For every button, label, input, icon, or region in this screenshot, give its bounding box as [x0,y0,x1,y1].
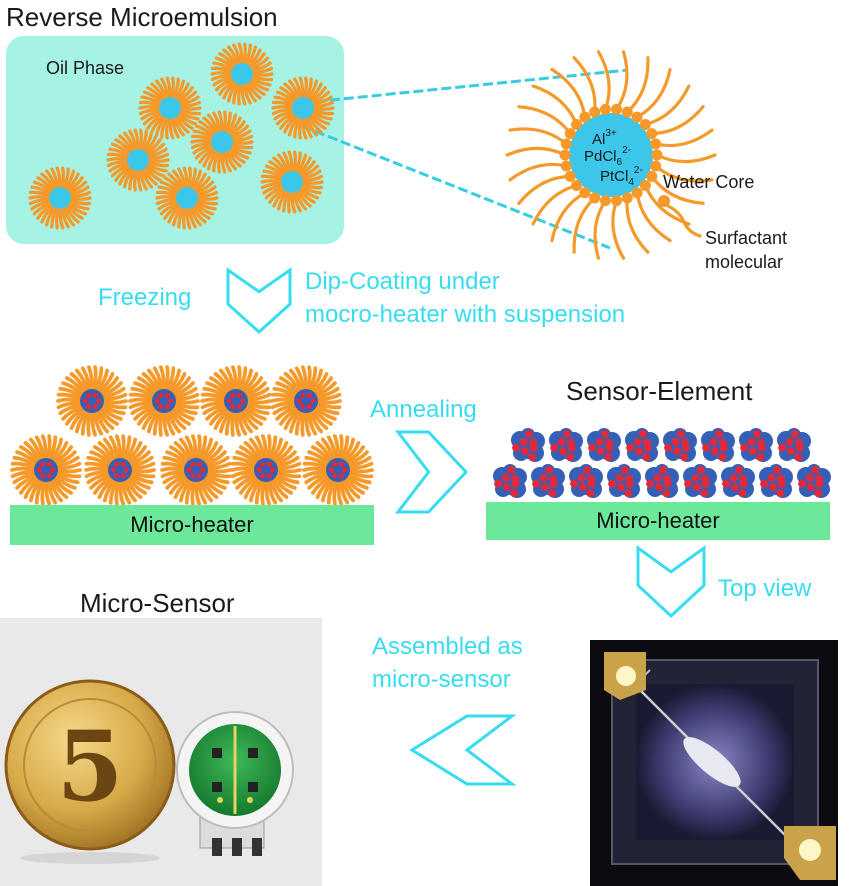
annealed-particle [701,428,735,462]
zoom-line-top [301,68,629,105]
label-surfactant-line1: Surfactant [705,228,788,248]
title-micro-sensor: Micro-Sensor [80,588,235,618]
label-surfactant-line2: molecular [705,252,784,272]
annealed-particle [625,428,659,462]
oil-micelle [210,42,274,106]
ion-pd-base: PdCl [584,148,617,165]
oil-micelle [155,166,219,230]
annealed-particle [493,464,527,498]
heater-micelle-bottom [302,434,374,506]
heater-micelle-top [128,365,200,437]
ion-pt-sub: 4 [628,177,634,188]
micro-heater-left-bar [10,505,374,545]
micro-heater-right-label: Micro-heater [596,508,720,533]
oil-micelle [260,150,324,214]
label-oil-phase: Oil Phase [46,58,125,78]
surfactant-molecule [658,195,702,238]
oil-micelle [271,76,335,140]
annealed-particle [645,464,679,498]
micro-heater-right-bar [486,502,830,540]
annealed-particle [549,428,583,462]
label-ion-pd: PdCl62- [584,145,631,168]
packaged-sensor-image [176,711,294,856]
annealed-particle [797,464,831,498]
coin-image [4,679,176,864]
heater-micelle-bottom [230,434,302,506]
annealed-particle [759,464,793,498]
ion-pt-base: PtCl [600,168,629,185]
ion-pt-sup: 2- [633,165,643,176]
label-water-core: Water Core [663,172,755,192]
zoomed-micelle [505,50,717,260]
annealed-particle [531,464,565,498]
chip-top-view-image [590,640,838,886]
ion-pd-sup: 2- [622,145,631,156]
step-top-view: Top view [718,575,812,602]
annealed-particle [663,428,697,462]
oil-micelle [138,76,202,140]
heater-micelle-top [56,365,128,437]
annealed-particle [721,464,755,498]
label-ion-pt: PtCl42- [600,165,643,188]
step-annealing: Annealing [370,396,477,423]
ion-al-sup: 3+ [605,128,617,139]
annealed-particle [607,464,641,498]
oil-micelle [190,110,254,174]
arrow-top-view [636,545,706,619]
arrow-freezing [226,267,292,335]
title-reverse-microemulsion: Reverse Microemulsion [6,2,278,32]
annealed-particle [777,428,811,462]
annealed-particle [683,464,717,498]
arrow-assembled [409,714,517,786]
arrow-annealing [394,430,469,514]
step-dip-coating-line2: mocro-heater with suspension [305,301,626,328]
coin-numeral: 5 [57,710,124,823]
step-assembled-line2: micro-sensor [372,666,511,693]
label-ion-al: Al3+ [592,128,617,148]
step-dip-coating-line1: Dip-Coating under [305,268,500,295]
heater-micelle-bottom [160,434,232,506]
oil-micelle [106,128,170,192]
heater-micelle-bottom [10,434,82,506]
oil-micelle [28,166,92,230]
micro-heater-left-label: Micro-heater [130,512,254,537]
step-assembled-line1: Assembled as [372,633,523,660]
ion-pd-sub: 6 [616,157,623,168]
annealed-particle [739,428,773,462]
annealed-particle [587,428,621,462]
step-freezing: Freezing [98,284,192,311]
heater-micelle-top [270,365,342,437]
heater-micelle-top [200,365,272,437]
heater-micelle-bottom [84,434,156,506]
title-sensor-element: Sensor-Element [566,376,753,406]
ion-al-base: Al [592,131,606,148]
annealed-particle [511,428,545,462]
annealed-particle [569,464,603,498]
